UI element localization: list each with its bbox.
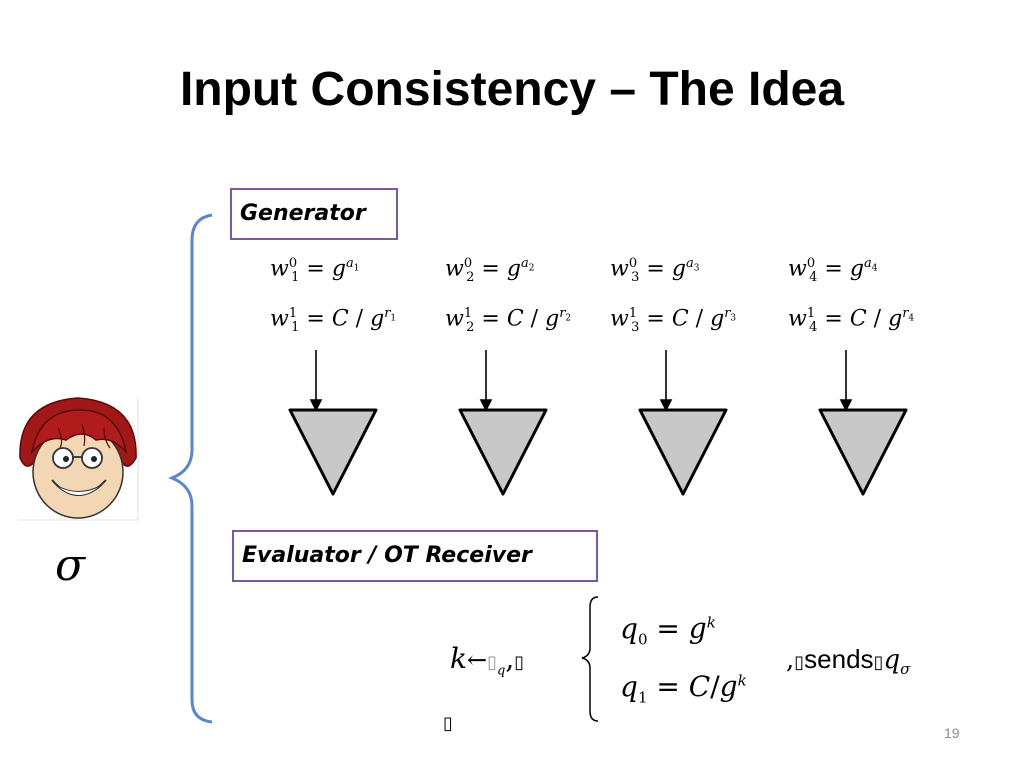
wire-3-one-key: w13 = C / gr3 xyxy=(610,306,737,335)
q1-equation: q1 = C/gk xyxy=(620,670,747,707)
wire-1-zero-key: w01 = ga1 xyxy=(270,256,360,285)
wire-4-one-key: w14 = C / gr4 xyxy=(788,306,915,335)
arrow-2 xyxy=(479,350,493,412)
cartoon-face-avatar xyxy=(18,397,139,521)
gate-triangle-3 xyxy=(638,408,728,496)
k-sample: k←▯q,▯ xyxy=(450,642,525,679)
arrow-1 xyxy=(309,350,323,412)
slide-title: Input Consistency – The Idea xyxy=(179,63,845,116)
wire-3-zero-key: w03 = ga3 xyxy=(610,256,700,285)
gate-triangle-4 xyxy=(818,408,908,496)
trailing-glyph: ▯ xyxy=(443,713,453,734)
gate-triangle-1 xyxy=(288,408,378,496)
sends-clause: ,▯sends▯qσ xyxy=(786,644,911,679)
arrow-3 xyxy=(659,350,673,412)
wire-4-zero-key: w04 = ga4 xyxy=(788,256,878,285)
evaluator-label: Evaluator / OT Receiver xyxy=(232,530,598,582)
arrow-4 xyxy=(839,350,853,412)
page-number: 19 xyxy=(944,725,960,741)
gate-triangle-2 xyxy=(458,408,548,496)
left-brace xyxy=(167,213,213,724)
wire-2-zero-key: w02 = ga2 xyxy=(445,256,535,285)
generator-label: Generator xyxy=(230,188,398,240)
wire-1-one-key: w11 = C / gr1 xyxy=(270,306,397,335)
wire-2-one-key: w12 = C / gr2 xyxy=(445,306,572,335)
evaluator-brace xyxy=(581,596,599,722)
party-sigma-label: σ xyxy=(55,540,86,591)
q0-equation: q0 = gk xyxy=(620,612,716,649)
